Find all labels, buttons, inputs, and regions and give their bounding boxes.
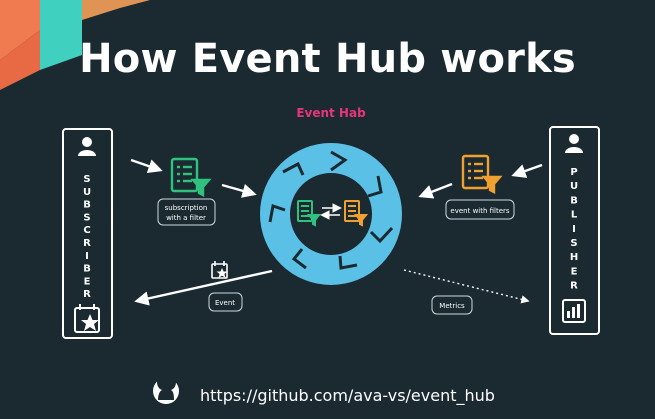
publisher-letter: P bbox=[570, 167, 577, 178]
event-with-filters-label-box: event with filters bbox=[445, 199, 515, 220]
event-label: Event bbox=[215, 299, 235, 307]
flow-arrows bbox=[130, 158, 543, 306]
publisher-letter: R bbox=[570, 281, 578, 292]
page-title: How Event Hub works bbox=[79, 36, 576, 82]
arrow-filter-to-hub bbox=[221, 183, 257, 198]
github-icon bbox=[153, 372, 179, 404]
subscriber-letter: E bbox=[84, 276, 91, 287]
subscriber-user-icon bbox=[78, 137, 96, 156]
subscriber-letter: B bbox=[83, 200, 91, 211]
publisher-letter: L bbox=[571, 210, 578, 221]
subscriber-letter: B bbox=[83, 264, 91, 275]
arrow-hub-to-subscriber bbox=[134, 269, 273, 306]
event-with-filters-label: event with filters bbox=[450, 207, 510, 215]
publisher-letter: B bbox=[570, 195, 578, 206]
publisher-letter: E bbox=[571, 266, 578, 277]
subscriber-letter: R bbox=[83, 238, 91, 249]
corner-decoration bbox=[0, 0, 150, 90]
event-calendar-icon bbox=[211, 261, 228, 279]
subscription-filter-icon bbox=[170, 157, 212, 197]
metrics-label: Metrics bbox=[439, 302, 465, 310]
event-hub-ring bbox=[260, 143, 402, 285]
publisher-letter: I bbox=[572, 224, 576, 235]
hub-inner-subscription-icon bbox=[297, 200, 322, 227]
publisher-letter: U bbox=[570, 181, 578, 192]
arrow-icon-to-hub bbox=[418, 182, 453, 199]
hub-label: Event Hab bbox=[296, 106, 366, 120]
metrics-label-box: Metrics bbox=[431, 295, 473, 315]
hub-exchange-arrows-icon bbox=[320, 203, 342, 220]
subscriber-letter: R bbox=[83, 289, 91, 300]
event-star-icon bbox=[216, 268, 228, 278]
arrow-subscriber-to-filter bbox=[130, 158, 163, 174]
calendar-star-shape bbox=[81, 314, 99, 331]
github-link[interactable]: https://github.com/ava-vs/event_hub bbox=[200, 386, 495, 405]
event-label-box: Event bbox=[208, 292, 243, 312]
publisher-letter: S bbox=[570, 238, 577, 249]
publisher-user-icon bbox=[565, 134, 583, 153]
subscription-label-line2: with a filter bbox=[166, 214, 206, 222]
arrow-hub-to-metrics bbox=[403, 269, 530, 304]
bar-chart-icon bbox=[562, 299, 586, 323]
subscriber-letter: C bbox=[83, 225, 90, 236]
arrow-publisher-to-icon bbox=[511, 163, 543, 178]
publisher-letter: H bbox=[570, 252, 578, 263]
subscriber-letter: I bbox=[85, 251, 89, 262]
subscriber-letter: S bbox=[83, 174, 90, 185]
subscription-label-line1: subscription bbox=[165, 204, 208, 212]
subscriber-letter: S bbox=[83, 212, 90, 223]
hub-inner-publisher-icon bbox=[344, 200, 369, 227]
subscription-label-box: subscription with a filter bbox=[157, 198, 216, 226]
subscriber-letter: U bbox=[83, 187, 91, 198]
publisher-filter-icon bbox=[461, 154, 503, 194]
